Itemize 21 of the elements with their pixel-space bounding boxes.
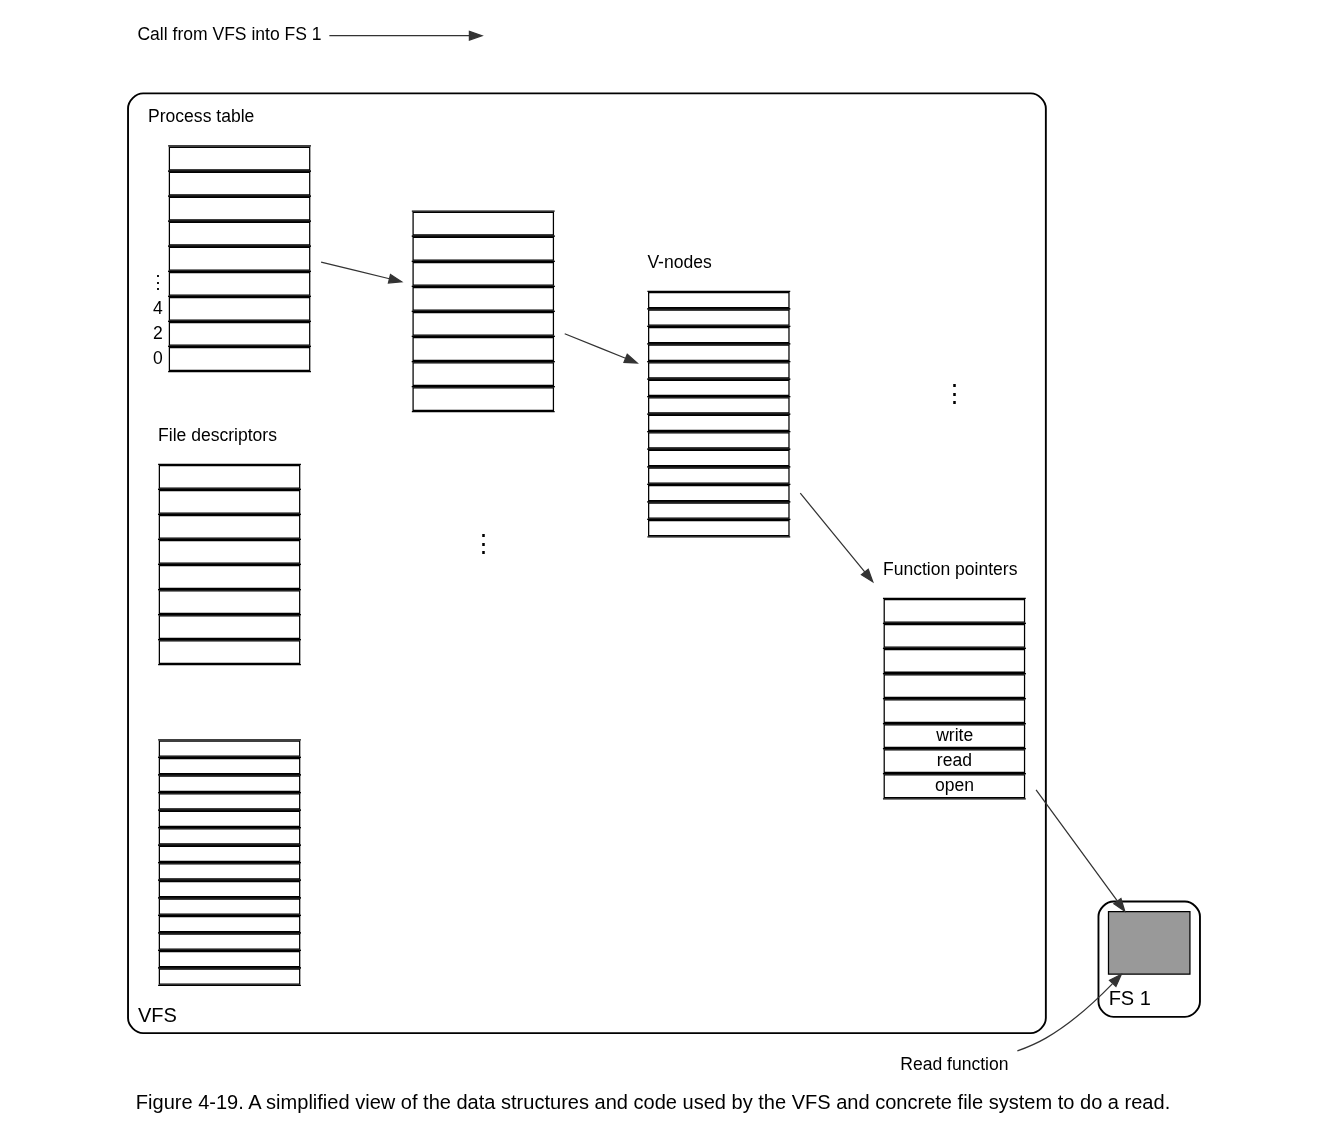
arrow [1016,972,1123,1052]
node-label: Process table [148,106,255,127]
node-label: Function pointers [882,558,1018,579]
cluster: FS 1 [1097,900,1201,1018]
node-label: 4 [153,297,163,318]
arrow [564,333,639,364]
node-text: Read function [900,1054,1009,1075]
node-label: ⋮ [148,272,167,293]
node-box [1107,910,1191,975]
arrow [1035,789,1126,913]
arrow [799,492,874,584]
node-label: 0 [153,347,163,368]
arrow [320,261,404,284]
arrow [328,30,484,41]
label: ⋮ [941,378,967,407]
node-text: Call from VFS into FS 1 [137,24,322,45]
node-label: 2 [153,322,163,343]
caption: Figure 4-19. A simplified view of the data structures and code used by the VFS and concrete file system to do a read. [135,1091,1171,1114]
node-label: V-nodes [647,251,712,272]
node-label: File descriptors [158,424,277,445]
label: ⋮ [470,528,496,557]
